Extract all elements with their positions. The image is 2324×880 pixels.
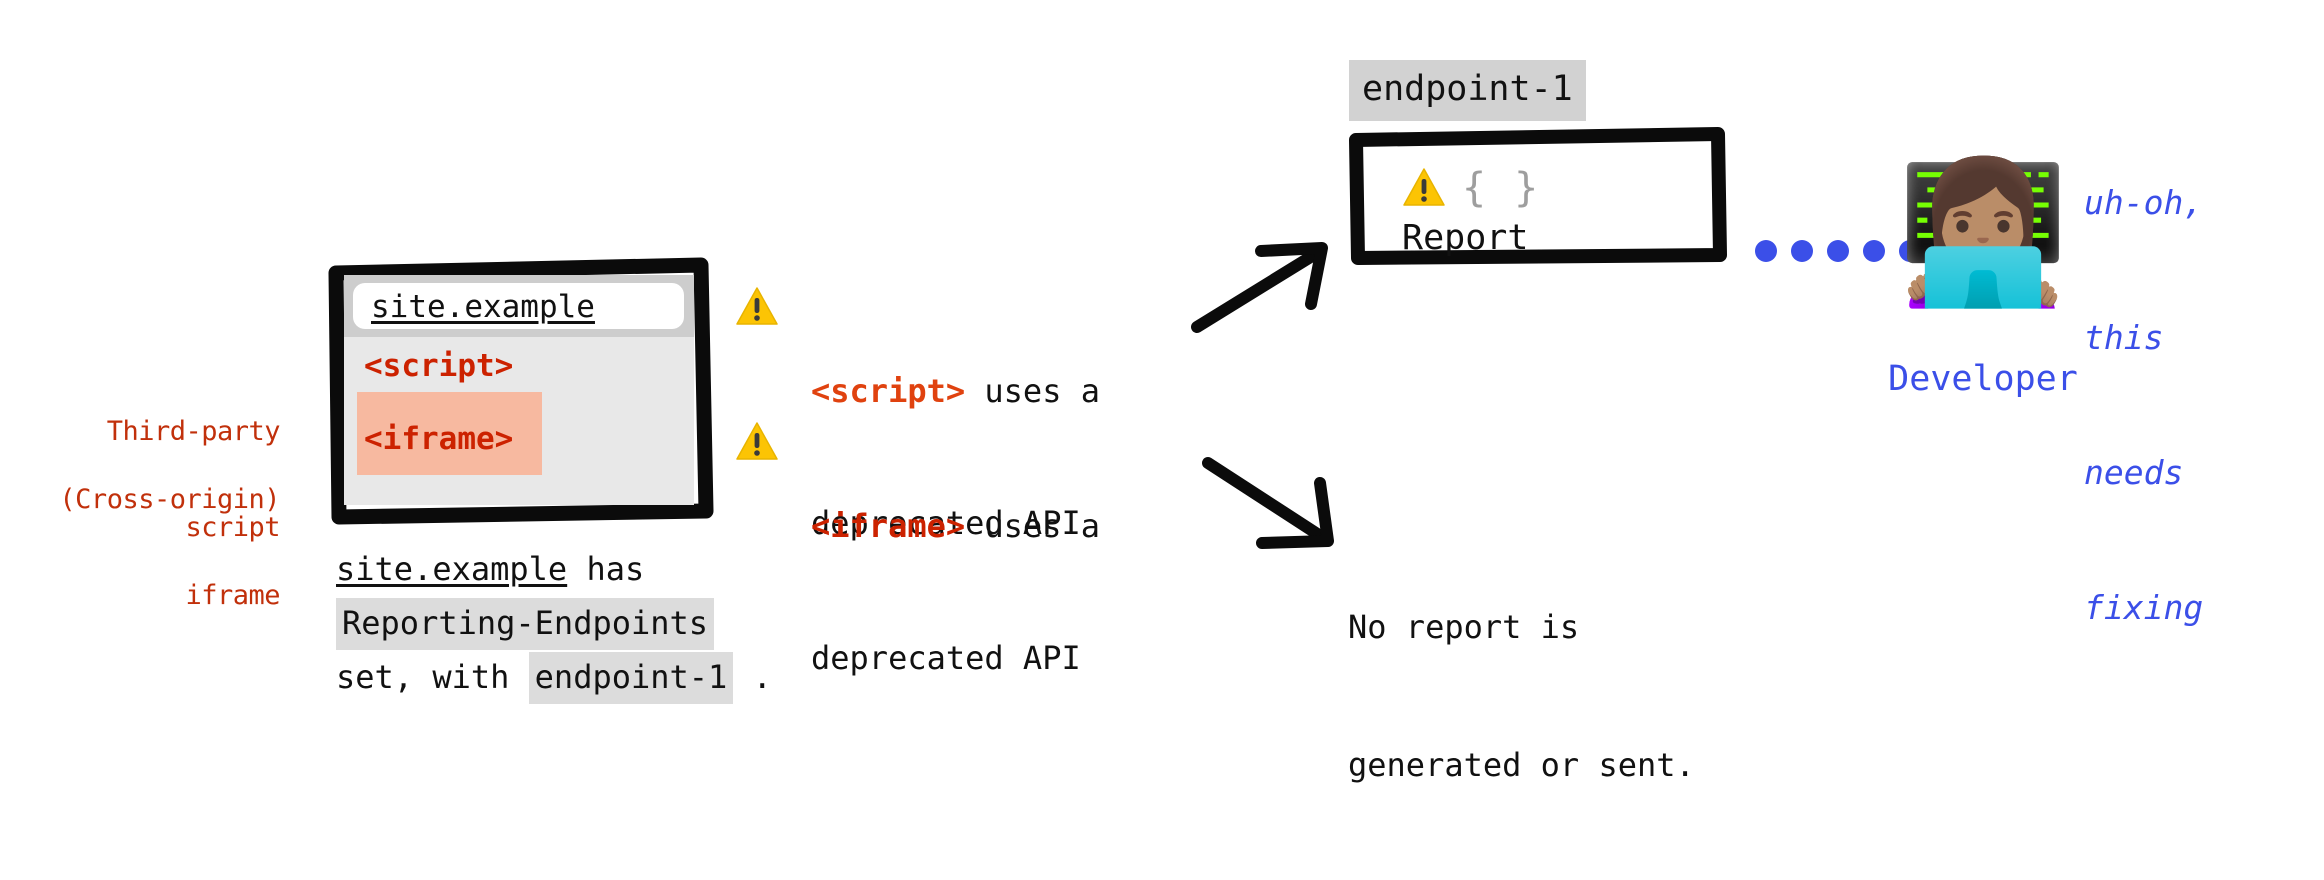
- developer-figure: 👩🏽‍💻 Developer: [1888, 152, 2078, 400]
- warning-row-iframe: <iframe> uses a deprecated API: [735, 420, 1165, 677]
- diagram-canvas: Third-party script (Cross-origin) iframe…: [20, 60, 2203, 784]
- arrow-down-right-icon: [1202, 457, 1334, 549]
- address-bar-text: site.example: [371, 289, 595, 325]
- caption-line-3: set, with endpoint-1 .: [336, 650, 976, 704]
- arrow-up-right-icon: [1191, 242, 1328, 333]
- speech-line-3: needs: [2084, 453, 2184, 492]
- caption-endpoint-code: endpoint-1: [528, 652, 734, 704]
- caption-header-code: Reporting-Endpoints: [336, 598, 715, 650]
- report-box: { } Report: [1348, 127, 1727, 265]
- warning-triangle-icon: [1403, 168, 1445, 206]
- caption-host: site.example: [336, 550, 568, 588]
- no-report-message: No report is generated or sent.: [1348, 512, 1695, 880]
- warning-iframe-line1-rest: uses a: [965, 507, 1100, 545]
- warning-triangle-icon: [736, 422, 778, 460]
- label-cross-origin-iframe: (Cross-origin) iframe: [20, 420, 280, 676]
- warning-row-script: <script> uses a deprecated API: [735, 285, 1165, 542]
- speech-line-2: this: [2084, 318, 2164, 357]
- browser-viewport: site.example <script> <iframe>: [344, 275, 694, 505]
- speech-line-4: fixing: [2084, 588, 2204, 627]
- trail-dot: [1755, 240, 1777, 262]
- label-cross-origin-iframe-line2: iframe: [185, 580, 280, 611]
- caption-line-2: Reporting-Endpoints: [336, 596, 976, 650]
- warning-script-text: <script> uses a deprecated API: [811, 281, 1100, 633]
- caption-line3-prefix: set, with: [336, 658, 529, 696]
- warning-iframe-text: <iframe> uses a deprecated API: [811, 416, 1100, 768]
- endpoint-name-badge: endpoint-1: [1349, 60, 1586, 121]
- warning-script-tag: <script>: [811, 372, 966, 410]
- warning-iframe-line2: deprecated API: [811, 639, 1081, 677]
- json-braces-icon: { }: [1462, 165, 1541, 211]
- no-report-line1: No report is: [1348, 608, 1580, 646]
- no-report-line2: generated or sent.: [1348, 746, 1695, 784]
- speech-line-1: uh-oh,: [2084, 183, 2204, 222]
- browser-chrome-bar: site.example: [344, 275, 694, 337]
- developer-speech: uh-oh, this needs fixing: [2084, 90, 2203, 720]
- address-bar[interactable]: site.example: [353, 283, 684, 329]
- label-third-party-script: Third-party script: [40, 352, 281, 608]
- warning-iframe-tag: <iframe>: [811, 507, 966, 545]
- warning-iframe-line1: <iframe> uses a: [811, 504, 1100, 548]
- caption-line3-suffix: .: [733, 658, 772, 696]
- code-line-iframe: <iframe>: [364, 421, 514, 457]
- warning-triangle-icon: [736, 287, 778, 325]
- report-box-frame: [1349, 127, 1727, 265]
- dot-trail-connector: [1755, 240, 1957, 262]
- trail-dot: [1899, 240, 1921, 262]
- report-box-content: { } Report: [1402, 166, 1540, 260]
- trail-dot: [1863, 240, 1885, 262]
- trail-dot: [1935, 240, 1957, 262]
- trail-dot: [1827, 240, 1849, 262]
- warning-script-line1-rest: uses a: [965, 372, 1100, 410]
- code-line-script: <script>: [364, 348, 514, 384]
- warning-script-line1: <script> uses a: [811, 369, 1100, 413]
- label-cross-origin-iframe-line1: (Cross-origin): [59, 484, 280, 515]
- caption-line1-rest: has: [567, 550, 645, 588]
- browser-window-frame: [328, 257, 714, 525]
- browser-window: site.example <script> <iframe>: [328, 257, 714, 525]
- caption-line-1: site.example has: [336, 542, 976, 596]
- trail-dot: [1791, 240, 1813, 262]
- developer-label: Developer: [1888, 359, 2078, 399]
- label-third-party-script-line1: Third-party: [106, 416, 281, 447]
- browser-caption: site.example has Reporting-Endpoints set…: [336, 542, 976, 704]
- warning-script-line2: deprecated API: [811, 504, 1081, 542]
- iframe-highlight-block: [357, 392, 542, 475]
- label-third-party-script-line2: script: [185, 512, 280, 543]
- report-box-label: Report: [1402, 218, 1529, 258]
- woman-technologist-emoji: 👩🏽‍💻: [1897, 152, 2069, 313]
- report-icon-row: { }: [1402, 166, 1540, 210]
